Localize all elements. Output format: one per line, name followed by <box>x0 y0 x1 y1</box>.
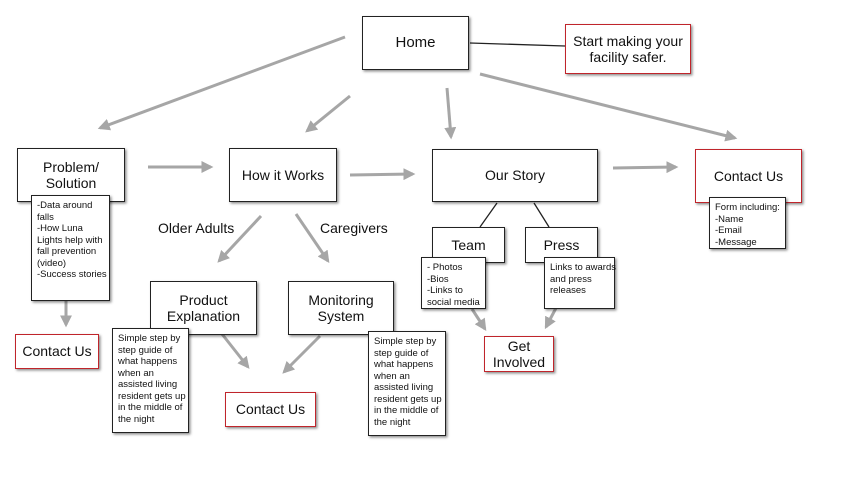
product-notes: Simple step by step guide of what happen… <box>112 328 189 433</box>
tagline-node: Start making your facility safer. <box>565 24 691 74</box>
product-label-line-1: Product <box>179 291 228 308</box>
product-note-line-7: in the middle of <box>118 402 183 413</box>
monitoring-note-line-4: when an <box>374 370 410 382</box>
product-explanation-text: Product Explanation <box>167 292 240 324</box>
arrow-home-to-problem <box>97 35 346 131</box>
press-note-line-3: releases <box>550 285 586 296</box>
how-it-works-label: How it Works <box>241 166 325 183</box>
arrow-how-it-works-to-our-story <box>349 168 416 181</box>
product-note-line-5: assisted living <box>118 379 178 390</box>
contact-note-line-4: -Message <box>715 236 757 248</box>
connector-our-story-to-team <box>479 202 498 228</box>
monitoring-note-line-3: what happens <box>374 359 434 370</box>
monitoring-note-line-1: Simple step by <box>374 336 437 347</box>
home-node: Home <box>362 16 469 70</box>
problem-note-line-1: -Data around <box>37 200 93 211</box>
product-note-line-6: resident gets up <box>118 390 186 402</box>
monitoring-note-line-2: step guide of <box>374 347 429 359</box>
problem-note-line-4: Lights help with <box>37 234 103 246</box>
problem-solution-text: Problem/ Solution <box>43 159 99 191</box>
contact-us-node-top: Contact Us <box>695 149 802 203</box>
press-label: Press <box>543 236 580 253</box>
problem-label-line-1: Problem/ <box>42 158 100 175</box>
monitoring-notes: Simple step by step guide of what happen… <box>368 331 446 436</box>
problem-note-line-6: (video) <box>37 257 67 269</box>
get-involved-text: Get Involved <box>493 338 545 370</box>
press-notes: Links to awards and press releases <box>544 257 617 309</box>
product-explanation-node: Product Explanation <box>150 281 257 335</box>
product-label-line-2: Explanation <box>166 308 241 324</box>
arrow-our-story-to-contact <box>612 161 679 174</box>
caregivers-label: Caregivers <box>320 220 388 236</box>
product-note-line-1: Simple step by <box>118 333 181 344</box>
problem-solution-node: Problem/ Solution <box>17 148 125 202</box>
press-note-line-1: Links to awards <box>550 262 617 273</box>
product-note-line-4: when an <box>118 367 154 379</box>
arrow-product-to-contact-bottom <box>220 333 250 369</box>
product-note-line-3: what happens <box>118 356 178 367</box>
team-note-line-4: social media <box>427 296 480 308</box>
tagline-text: Start making your facility safer. <box>573 33 683 65</box>
contact-note-line-3: -Email <box>715 225 742 236</box>
monitoring-system-text: Monitoring System <box>308 292 373 324</box>
contact-note-line-1: Form including: <box>715 202 780 213</box>
problem-note-line-5: fall prevention <box>37 246 97 257</box>
tagline-line-1: Start making your <box>573 32 683 49</box>
contact-top-label: Contact Us <box>713 167 784 184</box>
team-note-line-3: -Links to <box>427 285 463 296</box>
monitoring-note-line-7: in the middle of <box>374 405 439 416</box>
product-note-line-2: step guide of <box>118 344 173 356</box>
tagline-line-2: facility safer. <box>589 49 667 65</box>
arrow-home-to-how-it-works <box>305 94 351 133</box>
problem-note-line-7: -Success stories <box>37 269 107 280</box>
contact-bottom-label: Contact Us <box>235 401 306 418</box>
problem-notes: -Data around falls -How Luna Lights help… <box>31 195 110 301</box>
monitoring-label-line-1: Monitoring <box>308 291 374 308</box>
monitoring-system-node: Monitoring System <box>288 281 394 335</box>
monitoring-note-line-8: the night <box>374 416 411 428</box>
our-story-node: Our Story <box>432 149 598 202</box>
arrow-how-it-works-to-product <box>217 214 263 263</box>
arrow-team-to-get-involved <box>470 308 487 332</box>
older-adults-label: Older Adults <box>158 220 235 236</box>
arrow-home-to-contact <box>479 72 738 142</box>
team-note-line-1: - Photos <box>427 262 463 273</box>
arrow-monitoring-to-contact-bottom <box>282 334 322 374</box>
product-note-line-8: the night <box>118 413 155 425</box>
contact-us-node-left: Contact Us <box>15 334 99 369</box>
get-involved-line-1: Get <box>507 337 531 354</box>
contact-us-node-bottom: Contact Us <box>225 392 316 427</box>
our-story-label: Our Story <box>485 167 545 184</box>
problem-label-line-2: Solution <box>45 175 97 191</box>
how-it-works-node: How it Works <box>229 148 337 202</box>
team-notes: - Photos -Bios -Links to social media <box>421 257 486 309</box>
team-note-line-2: -Bios <box>427 273 449 285</box>
monitoring-label-line-2: System <box>317 308 365 324</box>
arrow-press-to-get-involved <box>544 307 558 330</box>
press-note-line-2: and press <box>550 273 592 285</box>
contact-left-label: Contact Us <box>22 343 92 360</box>
problem-note-line-2: falls <box>37 211 54 223</box>
contact-note-line-2: -Name <box>715 213 744 225</box>
monitoring-note-line-6: resident gets up <box>374 393 442 405</box>
arrow-home-to-our-story <box>444 87 457 140</box>
team-label: Team <box>451 236 486 253</box>
arrow-how-it-works-to-monitoring <box>294 213 330 263</box>
connector-our-story-to-press <box>533 202 550 228</box>
monitoring-note-line-5: assisted living <box>374 382 434 393</box>
home-label: Home <box>395 34 436 52</box>
problem-note-line-3: -How Luna <box>37 223 83 234</box>
connector-home-to-tagline <box>469 42 566 47</box>
contact-form-notes: Form including: -Name -Email -Message <box>709 197 786 249</box>
get-involved-node: Get Involved <box>484 336 554 372</box>
get-involved-line-2: Involved <box>492 354 546 370</box>
